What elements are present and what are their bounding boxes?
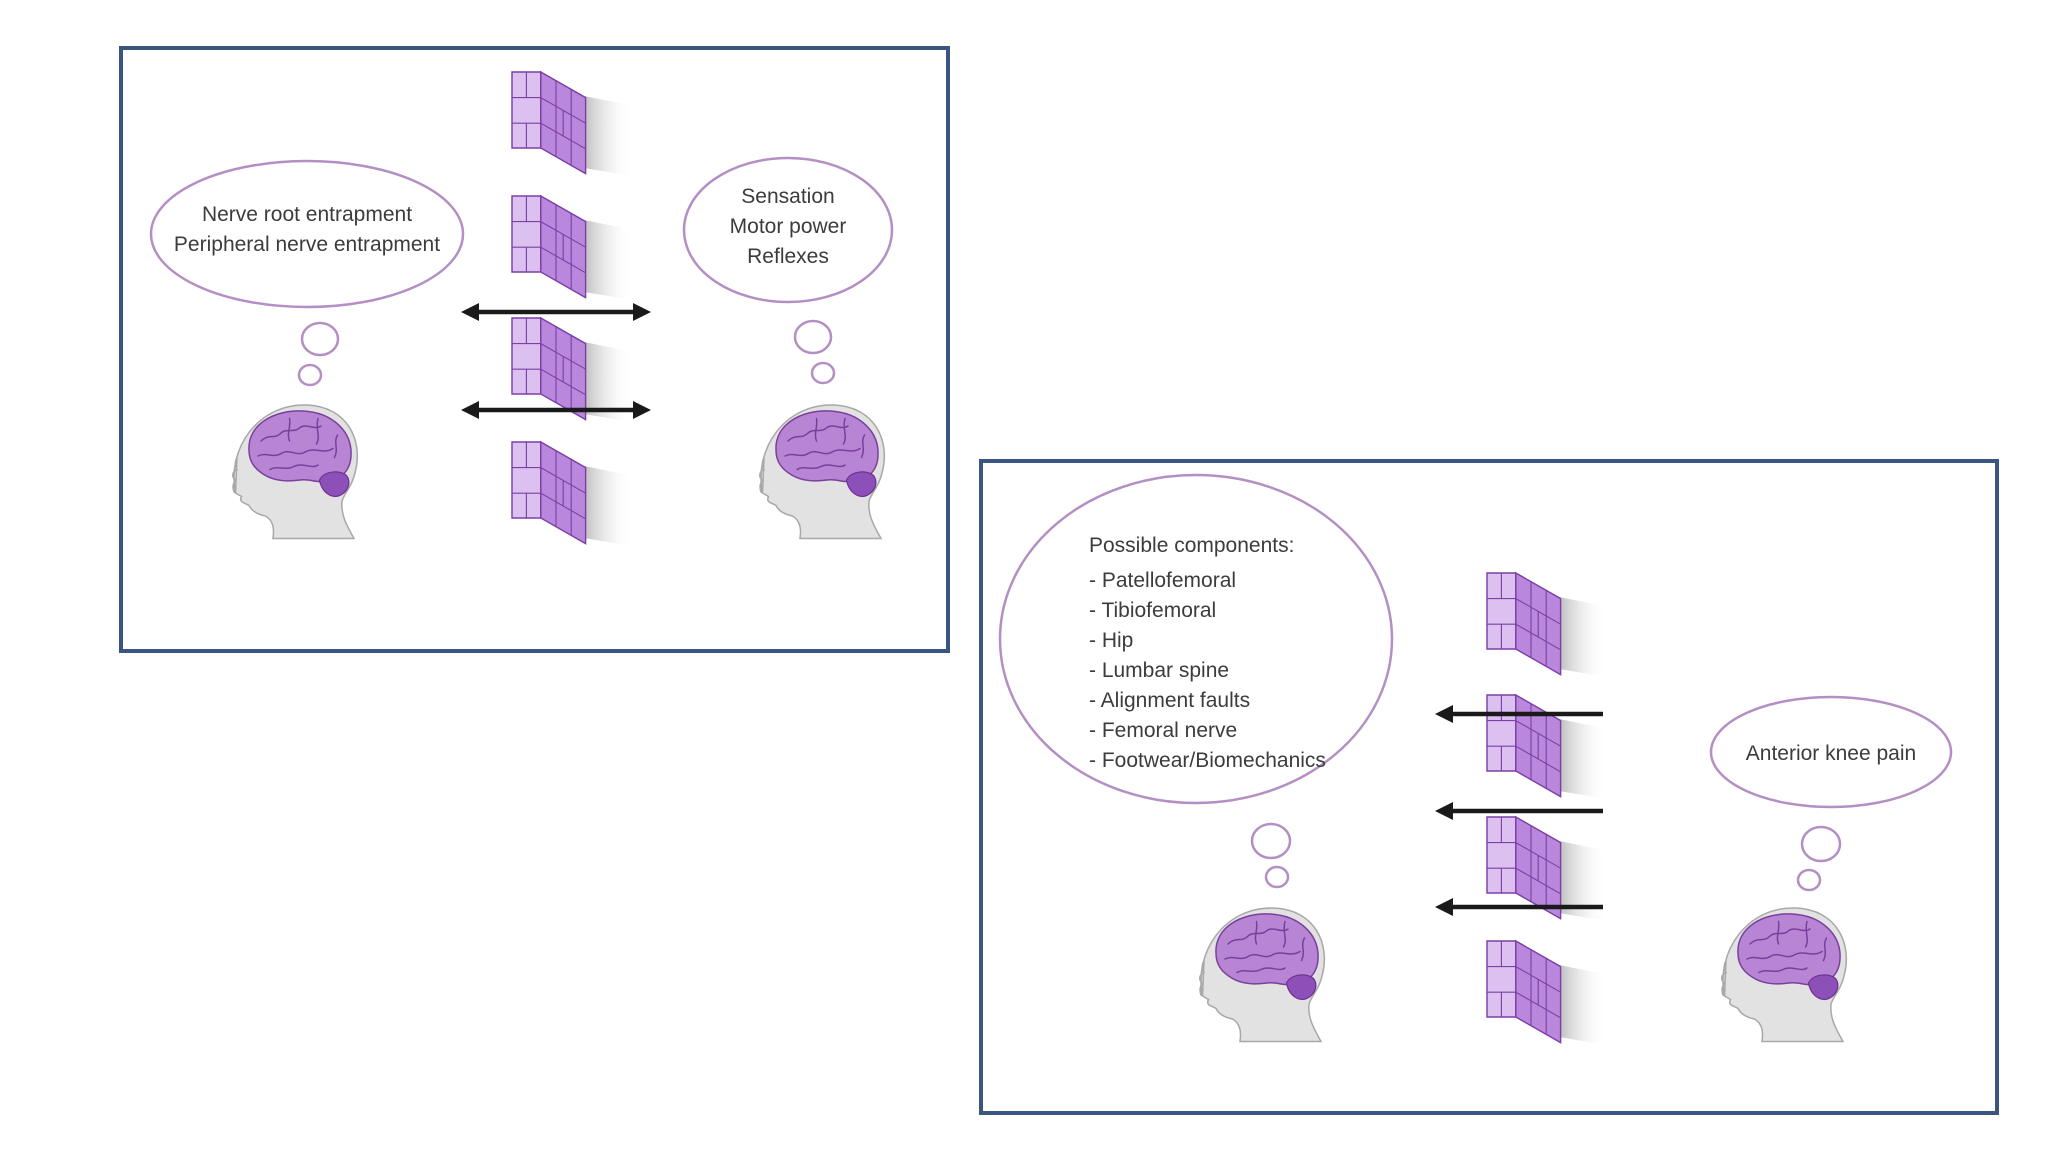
diagram-top-canvas: Nerve root entrapment Peripheral nerve e… — [149, 71, 894, 547]
wall-block-3-icon — [511, 317, 633, 423]
double-arrow-top — [461, 303, 651, 321]
wall-block-1-icon — [1486, 572, 1608, 678]
component-item: - Tibiofemoral — [1089, 599, 1216, 622]
thought-dot-small-right — [1796, 868, 1822, 892]
component-item: - Hip — [1089, 629, 1133, 652]
wall-block-4-icon — [511, 441, 633, 547]
head-right-icon — [1721, 907, 1848, 1043]
head-left-icon — [1199, 907, 1326, 1043]
wall-block-2-icon — [1486, 694, 1608, 800]
component-item: - Footwear/Biomechanics — [1089, 749, 1326, 772]
thought-bubble-right — [682, 156, 894, 304]
arrow-left-2 — [1435, 802, 1603, 820]
components-heading: Possible components: — [1089, 534, 1294, 557]
wall-block-2-icon — [511, 195, 633, 301]
bubble-right-line-3: Reflexes — [747, 245, 829, 268]
thought-dot-large — [1250, 822, 1292, 860]
thought-dot-large — [300, 321, 340, 357]
wall-block-1-icon — [511, 71, 633, 177]
arrow-left-3 — [1435, 898, 1603, 916]
diagram-panel-bottom: Possible components: - Patellofemoral - … — [979, 459, 1999, 1115]
diagram-panel-top: Nerve root entrapment Peripheral nerve e… — [119, 46, 950, 653]
thought-dot-small — [297, 363, 323, 387]
bubble-left-line-2: Peripheral nerve entrapment — [174, 233, 440, 256]
thought-bubble-left — [149, 159, 465, 309]
thought-dot-large-right — [1800, 825, 1842, 863]
double-arrow-bottom — [461, 401, 651, 419]
diagram-bottom-canvas: Possible components: - Patellofemoral - … — [998, 473, 1953, 1046]
head-right-icon — [759, 404, 886, 540]
knee-pain-label: Anterior knee pain — [1746, 742, 1916, 765]
thought-dot-large-right — [793, 319, 833, 355]
head-left-icon — [232, 404, 359, 540]
thought-bubble-components — [998, 473, 1394, 805]
bubble-left-line-1: Nerve root entrapment — [202, 203, 412, 226]
thought-dot-small-right — [810, 361, 836, 385]
bubble-right-line-1: Sensation — [741, 185, 834, 208]
component-item: - Lumbar spine — [1089, 659, 1229, 682]
thought-bubble-knee-pain — [1709, 695, 1953, 809]
component-item: - Alignment faults — [1089, 689, 1250, 712]
wall-block-4-icon — [1486, 940, 1608, 1046]
arrow-left-1 — [1435, 705, 1603, 723]
component-item: - Patellofemoral — [1089, 569, 1236, 592]
component-item: - Femoral nerve — [1089, 719, 1237, 742]
bubble-right-line-2: Motor power — [730, 215, 847, 238]
thought-dot-small — [1264, 865, 1290, 889]
